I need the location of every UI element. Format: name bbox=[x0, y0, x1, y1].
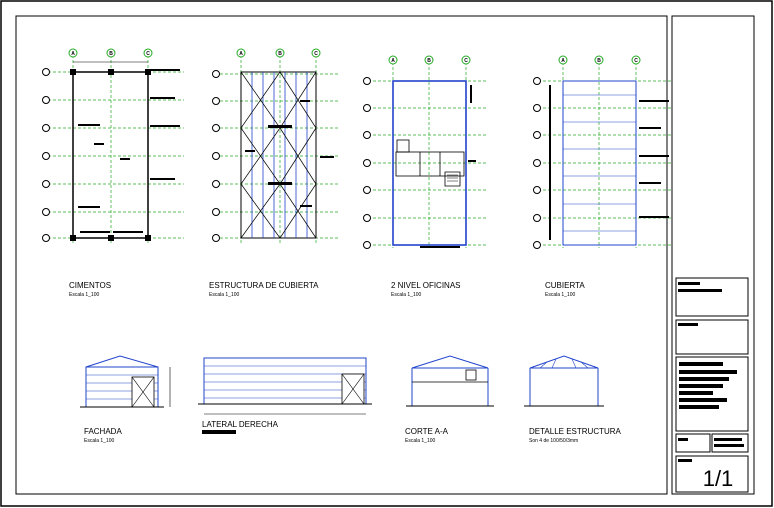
plan-scale: Escala 1_100 bbox=[209, 292, 240, 298]
svg-text:C: C bbox=[314, 51, 318, 57]
plan-scale: Escala 1_100 bbox=[69, 292, 100, 298]
detail-scale: Son 4 de 100/50/3mm bbox=[529, 438, 578, 444]
svg-text:A: A bbox=[71, 51, 75, 57]
plan-title: CIMENTOS bbox=[69, 281, 111, 290]
title-block: 1/1 bbox=[675, 277, 749, 493]
svg-text:C: C bbox=[634, 58, 638, 64]
detail-estructura: DETALLE ESTRUCTURA Son 4 de 100/50/3mm bbox=[524, 355, 622, 444]
plan-scale: Escala 1_100 bbox=[545, 292, 576, 298]
plan-title: CUBIERTA bbox=[545, 281, 585, 290]
axis-bubble-labels: A B C A B C A B C A B C bbox=[71, 51, 638, 64]
plan-title: 2 NIVEL OFICINAS bbox=[391, 281, 461, 290]
svg-text:A: A bbox=[391, 58, 395, 64]
plan-cimentos: CIMENTOS Escala 1_100 bbox=[42, 48, 184, 298]
elevation-lateral-derecha: LATERAL DERECHA bbox=[198, 357, 372, 434]
plan-title: ESTRUCTURA DE CUBIERTA bbox=[209, 281, 319, 290]
section-title: CORTE A-A bbox=[405, 427, 449, 436]
svg-text:B: B bbox=[427, 58, 431, 64]
section-scale: Escala 1_100 bbox=[405, 438, 436, 444]
svg-text:A: A bbox=[239, 51, 243, 57]
title-block-frame bbox=[671, 15, 755, 495]
detail-title: DETALLE ESTRUCTURA bbox=[529, 427, 622, 436]
sheet-number: 1/1 bbox=[703, 466, 734, 491]
plan-2-nivel-oficinas: 2 NIVEL OFICINAS Escala 1_100 bbox=[363, 55, 486, 298]
elevation-title: FACHADA bbox=[84, 427, 122, 436]
section-corte-a-a: CORTE A-A Escala 1_100 bbox=[405, 355, 494, 444]
plan-cubierta: CUBIERTA Escala 1_100 bbox=[533, 55, 672, 298]
elevation-fachada: FACHADA Escala 1_100 bbox=[80, 355, 171, 444]
svg-text:B: B bbox=[278, 51, 282, 57]
plan-estructura-cubierta: ESTRUCTURA DE CUBIERTA Escala 1_100 bbox=[209, 48, 340, 298]
svg-text:B: B bbox=[109, 51, 113, 57]
plan-scale: Escala 1_100 bbox=[391, 292, 422, 298]
elevation-scale: Escala 1_100 bbox=[84, 438, 115, 444]
svg-text:C: C bbox=[464, 58, 468, 64]
svg-text:A: A bbox=[561, 58, 565, 64]
svg-text:C: C bbox=[146, 51, 150, 57]
svg-text:B: B bbox=[597, 58, 601, 64]
elevation-title: LATERAL DERECHA bbox=[202, 420, 279, 429]
drawing-frame bbox=[15, 15, 668, 495]
